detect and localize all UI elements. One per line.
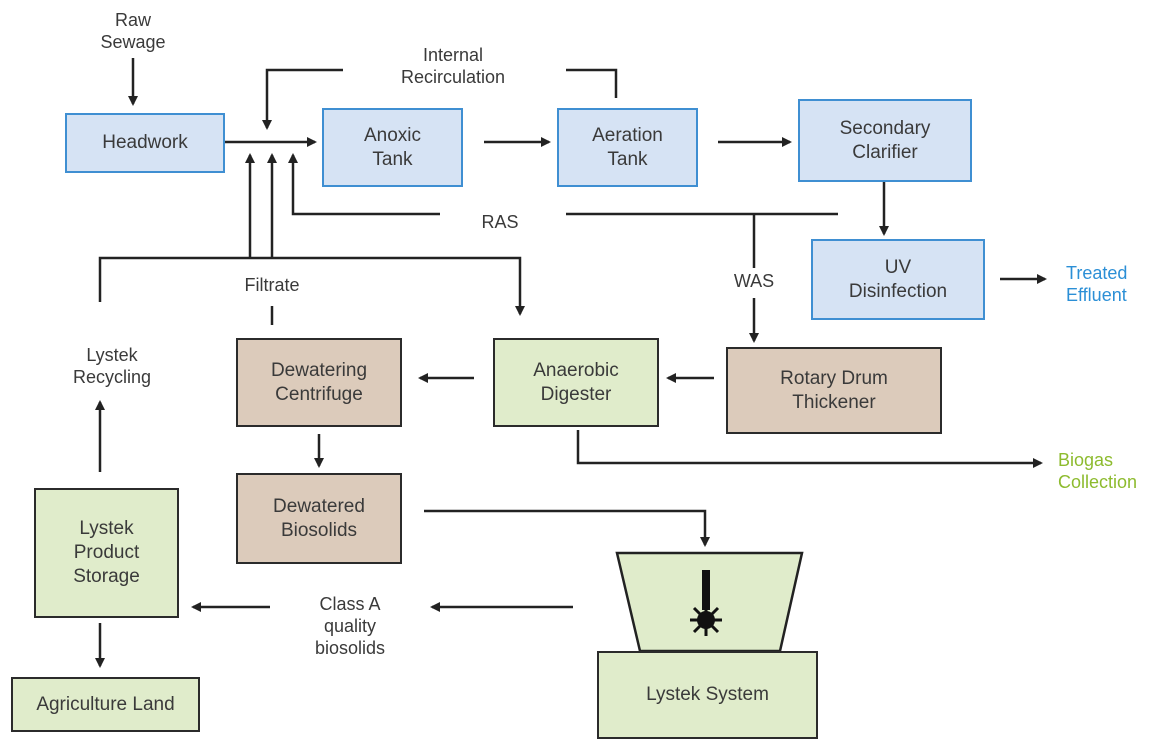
rotary-drum-thickener-box: Rotary Drum Thickener — [726, 347, 942, 434]
anaerobic-digester-label: Anaerobic Digester — [533, 359, 619, 405]
dewatered-biosolids-label: Dewatered Biosolids — [273, 495, 365, 541]
dewatering-centrifuge-label: Dewatering Centrifuge — [270, 359, 368, 405]
biosolids-to-lystek-line — [424, 509, 710, 547]
recycling-top-line — [98, 256, 525, 316]
lystek-system-box: Lystek System — [597, 651, 818, 739]
internal-recirculation-line — [566, 68, 618, 98]
aeration-tank-box: Aeration Tank — [557, 108, 698, 187]
agriculture-land-label: Agriculture Land — [36, 693, 175, 715]
headwork-box: Headwork — [65, 113, 225, 173]
rotary-drum-thickener-label: Rotary Drum Thickener — [780, 367, 888, 413]
lystek-recycling-label: Lystek Recycling — [72, 345, 152, 387]
headwork-label: Headwork — [102, 132, 188, 153]
lystek-hopper-icon — [615, 551, 804, 653]
secondary-clarifier-label: Secondary Clarifier — [839, 117, 931, 163]
secondary-clarifier-box: Secondary Clarifier — [798, 99, 972, 182]
raw-sewage-label: Raw Sewage — [100, 10, 166, 52]
anaerobic-digester-box: Anaerobic Digester — [493, 338, 659, 427]
agriculture-land-box: Agriculture Land — [11, 677, 200, 732]
internal-recirculation-label: Internal Recirculation — [400, 45, 506, 87]
internal-recirculation-return — [262, 68, 343, 130]
ras-label: RAS — [481, 212, 519, 232]
biogas-collection-label: Biogas Collection — [1058, 450, 1138, 492]
aeration-tank-label: Aeration Tank — [592, 124, 663, 170]
was-label: WAS — [733, 271, 775, 291]
uv-disinfection-box: UV Disinfection — [811, 239, 985, 320]
lystek-product-storage-box: Lystek Product Storage — [34, 488, 179, 618]
class-a-biosolids-label: Class A quality biosolids — [314, 594, 386, 658]
digester-to-biogas-line — [576, 430, 1043, 468]
dewatered-biosolids-box: Dewatered Biosolids — [236, 473, 402, 564]
dewatering-centrifuge-box: Dewatering Centrifuge — [236, 338, 402, 427]
uv-disinfection-label: UV Disinfection — [848, 256, 948, 302]
anoxic-tank-label: Anoxic Tank — [363, 124, 422, 170]
treated-effluent-label: Treated Effluent — [1066, 263, 1128, 305]
filtrate-label: Filtrate — [244, 275, 300, 295]
ras-return-line — [288, 153, 440, 216]
anoxic-tank-box: Anoxic Tank — [322, 108, 463, 187]
lystek-system-label: Lystek System — [646, 684, 769, 705]
lystek-product-storage-label: Lystek Product Storage — [73, 518, 140, 587]
